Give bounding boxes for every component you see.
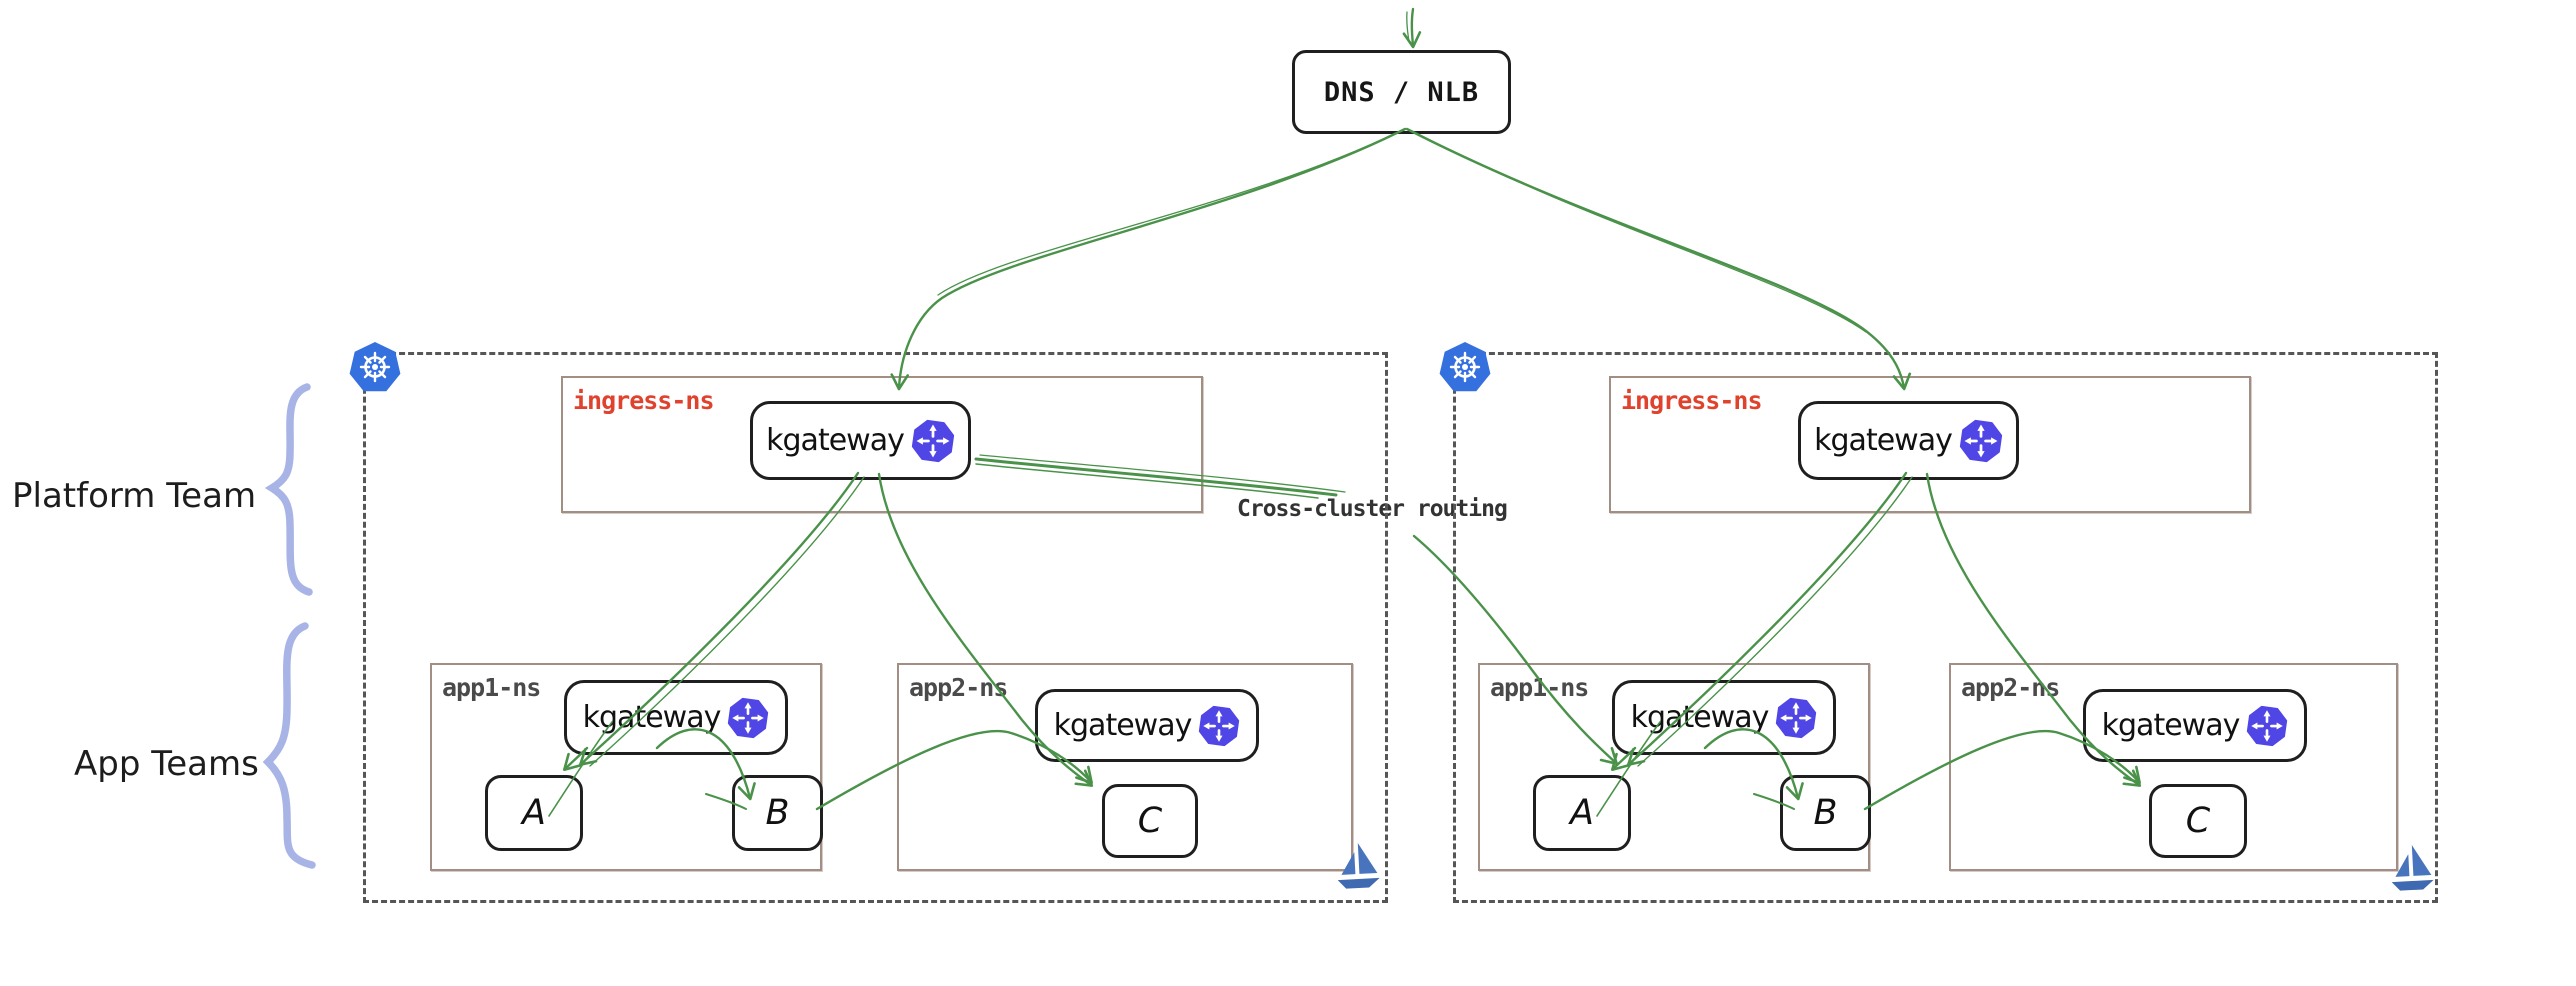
kgateway-label: kgateway	[1053, 708, 1193, 743]
cluster-1-app2-ns-box: app2-ns kgateway C	[897, 663, 1353, 871]
kgateway-label: kgateway	[2101, 708, 2241, 743]
arrow-dns-to-cluster1-kgateway	[890, 127, 1407, 391]
kgateway-label: kgateway	[582, 700, 722, 735]
dns-nlb-label: DNS / NLB	[1323, 76, 1480, 108]
service-a-label: A	[522, 793, 546, 833]
kgateway-label: kgateway	[766, 423, 905, 458]
cluster-1-app2-ns-label: app2-ns	[909, 673, 1008, 702]
cluster-1-ingress-kgateway-node: kgateway	[750, 401, 971, 480]
arrow-dns-to-cluster2-kgateway	[1405, 127, 1912, 391]
cluster-1-ingress-ns-label: ingress-ns	[573, 386, 715, 415]
cluster-2-ingress-ns-label: ingress-ns	[1621, 386, 1763, 415]
cluster-1-app1-ns-box: app1-ns kgateway A B	[430, 663, 823, 871]
dns-nlb-node: DNS / NLB	[1292, 50, 1511, 134]
service-a-label: A	[1570, 793, 1594, 833]
cluster-2-service-b: B	[1780, 775, 1871, 851]
cluster-2-app1-ns-box: app1-ns kgateway A B	[1478, 663, 1871, 871]
kgateway-icon	[1959, 419, 2002, 462]
cluster-2-app2-ns-label: app2-ns	[1961, 673, 2060, 702]
cluster-2-service-c: C	[2149, 784, 2247, 858]
service-b-label: B	[1813, 793, 1838, 833]
cluster-1-boundary	[363, 352, 1388, 903]
arrow-internet-to-dns	[1402, 7, 1422, 49]
app-teams-label: App Teams	[74, 744, 259, 784]
platform-team-label: Platform Team	[12, 476, 257, 516]
cluster-1-ingress-ns-box: ingress-ns kgateway	[561, 376, 1203, 513]
kgateway-icon	[728, 697, 769, 738]
kgateway-label: kgateway	[1814, 423, 1953, 458]
cluster-2-ingress-ns-box: ingress-ns kgateway	[1609, 376, 2251, 513]
cluster-1-service-a: A	[485, 775, 583, 851]
app-teams-brace	[262, 622, 316, 869]
cluster-2-app2-kgateway-node: kgateway	[2083, 689, 2307, 762]
service-c-label: C	[1137, 801, 1163, 841]
service-c-label: C	[2185, 801, 2211, 841]
cluster-2-app2-ns-box: app2-ns kgateway C	[1949, 663, 2398, 871]
cluster-2-ingress-kgateway-node: kgateway	[1798, 401, 2019, 480]
kgateway-icon	[1776, 697, 1817, 738]
cluster-2-service-a: A	[1533, 775, 1631, 851]
platform-team-brace	[264, 383, 313, 596]
cluster-1-app1-kgateway-node: kgateway	[564, 680, 788, 755]
kgateway-icon	[911, 419, 954, 462]
cluster-2-app1-kgateway-node: kgateway	[1612, 680, 1836, 755]
cluster-1-service-b: B	[732, 775, 823, 851]
kgateway-icon	[1199, 705, 1240, 746]
cluster-1-app2-kgateway-node: kgateway	[1035, 689, 1259, 762]
cross-cluster-routing-label: Cross-cluster routing	[1237, 496, 1508, 522]
service-b-label: B	[765, 793, 790, 833]
cluster-2-app1-ns-label: app1-ns	[1490, 673, 1589, 702]
kgateway-label: kgateway	[1630, 700, 1770, 735]
kgateway-icon	[2247, 705, 2288, 746]
cluster-1-service-c: C	[1102, 784, 1198, 858]
cluster-1-app1-ns-label: app1-ns	[442, 673, 541, 702]
